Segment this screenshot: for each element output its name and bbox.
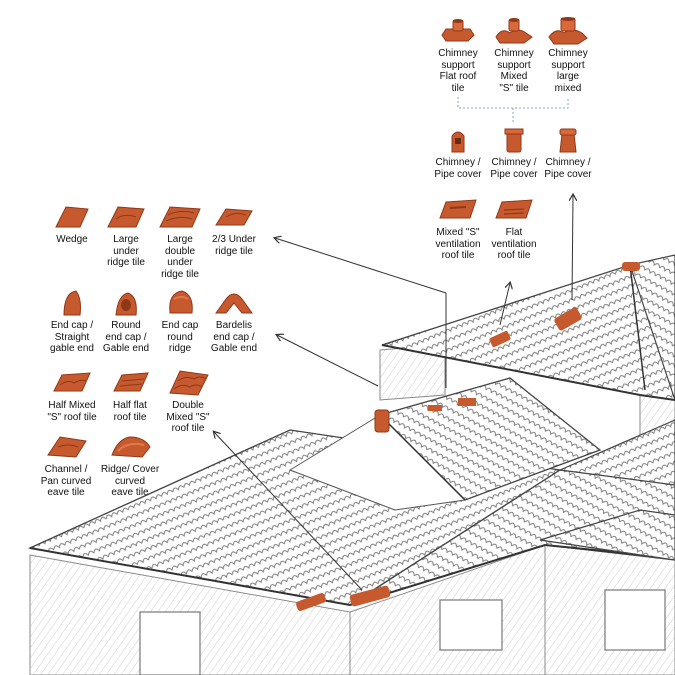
wedge-tile-label: Wedge — [56, 234, 88, 245]
chimney-support-flat-tile-label: Chimney support Flat roof tile — [438, 48, 478, 94]
ridge-cover-curved-eave-tile[interactable]: Ridge/ Cover curved eave tile — [98, 431, 162, 499]
end-cap-round-ridge[interactable]: End cap round ridge — [148, 287, 212, 355]
round-end-cap-gable-icon — [115, 292, 137, 316]
ridge-cover-curved-eave-tile-label: Ridge/ Cover curved eave tile — [100, 464, 160, 498]
chimney-pipe-cover-3[interactable]: Chimney / Pipe cover — [536, 124, 600, 180]
end-cap-round-ridge-label: End cap round ridge — [161, 320, 199, 354]
chimney-support-large-mixed-icon — [548, 17, 588, 45]
large-under-ridge-tile[interactable]: Large under ridge tile — [94, 201, 158, 269]
bardelis-end-cap[interactable]: Bardelis end cap / Gable end — [202, 287, 266, 355]
chimney-pipe-cover-label: Chimney / Pipe cover — [434, 157, 482, 180]
end-cap-straight-gable[interactable]: End cap / Straight gable end — [40, 287, 104, 355]
half-flat-roof-tile[interactable]: Half flat roof tile — [98, 367, 162, 423]
flat-ventilation-tile-icon — [495, 199, 533, 219]
mixed-s-ventilation-tile-icon — [439, 199, 477, 219]
chimney-pipe-cover-label: Chimney / Pipe cover — [544, 157, 592, 180]
upper-hip-roof — [381, 254, 675, 401]
channel-pan-curved-eave-tile[interactable]: Channel / Pan curved eave tile — [34, 431, 98, 499]
chimney-support-mixed-s-tile-icon — [495, 18, 533, 44]
two-thirds-under-ridge-tile-icon — [215, 208, 253, 226]
side-roof — [539, 419, 675, 561]
chimney-support-flat-tile[interactable]: Chimney support Flat roof tile — [426, 15, 490, 94]
round-end-cap-gable[interactable]: Round end cap / Gable end — [94, 287, 158, 355]
double-mixed-s-roof-tile-icon — [169, 370, 209, 396]
house-walls — [29, 344, 675, 675]
half-mixed-s-roof-tile[interactable]: Half Mixed "S" roof tile — [40, 367, 104, 423]
large-under-ridge-tile-icon — [107, 206, 145, 228]
mixed-s-ventilation-tile[interactable]: Mixed "S" ventilation roof tile — [426, 194, 490, 262]
chimney-pipe-cover-1[interactable]: Chimney / Pipe cover — [426, 124, 490, 180]
chimney-pipe-cover-icon — [451, 131, 465, 153]
chimney-support-large-mixed-label: Chimney support large mixed — [548, 48, 588, 94]
chimney-pipe-cover-2[interactable]: Chimney / Pipe cover — [482, 124, 546, 180]
chimney-support-mixed-s-tile-label: Chimney support Mixed "S" tile — [494, 48, 534, 94]
large-double-under-ridge-tile[interactable]: Large double under ridge tile — [148, 201, 212, 280]
large-double-under-ridge-tile-label: Large double under ridge tile — [161, 234, 199, 280]
mixed-s-ventilation-tile-label: Mixed "S" ventilation roof tile — [435, 227, 481, 261]
end-cap-straight-gable-label: End cap / Straight gable end — [50, 320, 94, 354]
half-mixed-s-roof-tile-label: Half Mixed "S" roof tile — [47, 400, 97, 423]
chimney-pipe-cover-label: Chimney / Pipe cover — [490, 157, 538, 180]
bardelis-end-cap-label: Bardelis end cap / Gable end — [210, 320, 258, 354]
half-flat-roof-tile-icon — [113, 372, 149, 392]
chimney-pipe-cover-icon — [559, 128, 577, 153]
chimney-support-mixed-s-tile[interactable]: Chimney support Mixed "S" tile — [482, 15, 546, 94]
chimney-support-flat-tile-icon — [441, 19, 475, 42]
channel-pan-curved-eave-tile-icon — [47, 436, 87, 458]
channel-pan-curved-eave-tile-label: Channel / Pan curved eave tile — [40, 464, 92, 498]
half-mixed-s-roof-tile-icon — [53, 372, 91, 392]
double-mixed-s-roof-tile-label: Double Mixed "S" roof tile — [166, 400, 210, 434]
leader-lines — [214, 97, 573, 591]
end-cap-straight-gable-icon — [63, 290, 81, 316]
large-double-under-ridge-tile-icon — [159, 206, 201, 228]
two-thirds-under-ridge-tile-label: 2/3 Under ridge tile — [212, 234, 256, 257]
roof-placed-tiles — [296, 262, 640, 611]
flat-ventilation-tile-label: Flat ventilation roof tile — [491, 227, 537, 261]
round-end-cap-gable-label: Round end cap / Gable end — [102, 320, 150, 354]
ridge-cover-curved-eave-tile-icon — [111, 436, 151, 458]
wedge-tile-icon — [55, 206, 89, 228]
chimney-support-large-mixed[interactable]: Chimney support large mixed — [536, 15, 600, 94]
wedge-tile[interactable]: Wedge — [40, 201, 104, 246]
chimney-pipe-cover-icon — [504, 128, 524, 153]
end-cap-round-ridge-icon — [169, 290, 193, 314]
flat-ventilation-tile[interactable]: Flat ventilation roof tile — [482, 194, 546, 262]
half-flat-roof-tile-label: Half flat roof tile — [113, 400, 147, 423]
double-mixed-s-roof-tile[interactable]: Double Mixed "S" roof tile — [156, 367, 220, 435]
two-thirds-under-ridge-tile[interactable]: 2/3 Under ridge tile — [202, 201, 266, 257]
bardelis-end-cap-icon — [215, 293, 253, 314]
large-under-ridge-tile-label: Large under ridge tile — [107, 234, 145, 268]
